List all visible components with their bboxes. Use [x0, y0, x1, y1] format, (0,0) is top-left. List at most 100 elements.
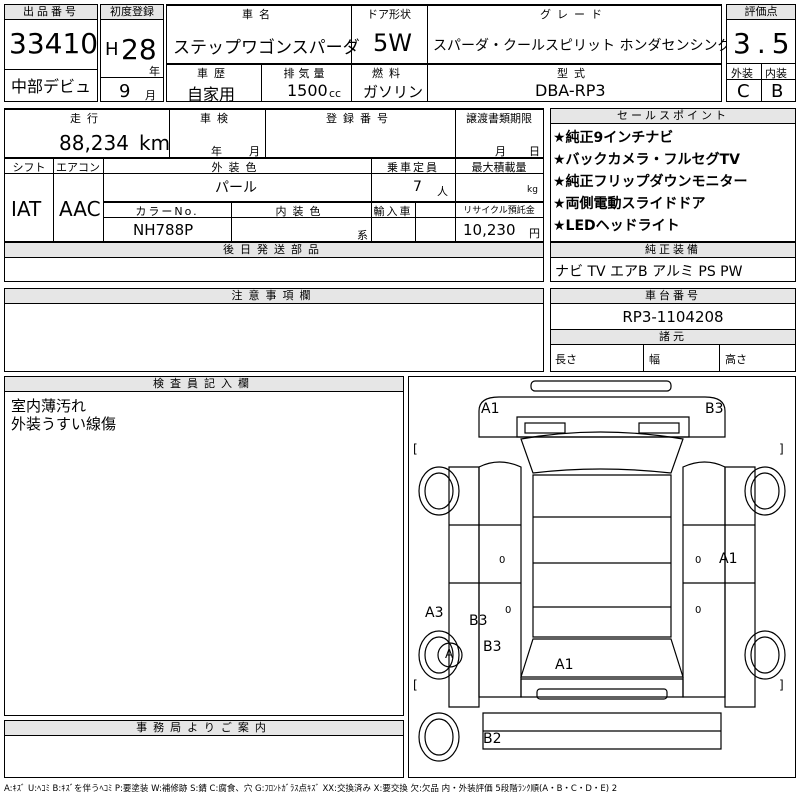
- damage-mark: A1: [719, 551, 738, 567]
- notes-label: 注意事項欄: [5, 289, 543, 304]
- dims-length: 長さ: [555, 353, 577, 366]
- capacity-value: 7: [413, 179, 422, 195]
- ext-color-label: 外装色: [211, 161, 263, 174]
- sales-point-item: ★バックカメラ・フルセグTV: [553, 152, 740, 168]
- inspector-note: 外装うすい線傷: [11, 415, 117, 433]
- inspector-note: 室内薄汚れ: [11, 397, 87, 415]
- svg-text:0: 0: [695, 605, 701, 616]
- lot-number: 33410: [9, 27, 99, 60]
- ext-grade: C: [737, 81, 750, 102]
- sales-point-item: ★両側電動スライドドア: [553, 196, 706, 212]
- damage-mark: B2: [483, 731, 502, 747]
- chassis-value: RP3-1104208: [622, 308, 724, 326]
- ext-color-value: パール: [215, 180, 257, 196]
- displacement-label: 排気量: [283, 67, 329, 80]
- first-reg-month-unit: 月: [145, 89, 156, 102]
- int-label: 内装: [765, 67, 787, 80]
- import-label: 輸入車: [373, 205, 413, 218]
- displacement-value: 1500: [287, 81, 328, 100]
- transfer-day-unit: 日: [529, 145, 540, 158]
- car-outline: [ ] [ ] 0 0 0 0: [413, 380, 786, 762]
- fuel-value: ガソリン: [363, 83, 424, 101]
- equipment-box: 純正装備 ナビ TV エアB アルミ PS PW: [550, 242, 796, 282]
- mileage-label: 走行: [70, 112, 104, 125]
- venue-name: 中部デビュ: [11, 77, 92, 96]
- first-reg-month: 9: [119, 81, 131, 102]
- equipment-label: 純正装備: [551, 243, 795, 258]
- inspector-box: 検査員記入欄 室内薄汚れ 外装うすい線傷: [4, 376, 404, 716]
- inspection-label: 車検: [200, 112, 234, 125]
- ext-label: 外装: [731, 67, 753, 80]
- car-name: ステップワゴンスパーダ: [173, 38, 360, 58]
- svg-text:0: 0: [695, 555, 701, 566]
- first-reg-box: 初度登録 H 28 年 9 月: [100, 4, 164, 102]
- notes-box: 注意事項欄: [4, 288, 544, 372]
- sales-point-item: ★純正9インチナビ: [553, 130, 674, 146]
- grade-label: グレード: [540, 8, 608, 21]
- inspector-label: 検査員記入欄: [5, 377, 403, 392]
- model-value: DBA-RP3: [535, 81, 606, 100]
- model-label: 型式: [557, 67, 591, 80]
- aircon-value: AAC: [59, 197, 101, 221]
- shift-value: IAT: [11, 197, 42, 221]
- fuel-label: 燃料: [372, 67, 406, 80]
- history-label: 車歴: [197, 67, 231, 80]
- later-parts-box: 後日発送部品: [4, 242, 544, 282]
- history-value: 自家用: [187, 85, 236, 104]
- shift-label: シフト: [12, 161, 46, 174]
- recycle-unit: 円: [529, 227, 540, 240]
- first-reg-era: H: [105, 39, 119, 60]
- sales-points-box: セールスポイント ★純正9インチナビ ★バックカメラ・フルセグTV ★純正フリッ…: [550, 108, 796, 242]
- svg-text:0: 0: [499, 555, 505, 566]
- chassis-label: 車台番号: [551, 289, 795, 304]
- lot-label: 出品番号: [5, 5, 97, 20]
- damage-mark: A1: [481, 401, 500, 417]
- color-no-value: NH788P: [133, 221, 194, 239]
- score-box: 評価点 3.5 外装 内装 C B: [726, 4, 796, 102]
- damage-mark: A3: [425, 605, 444, 621]
- later-parts-label: 後日発送部品: [5, 243, 543, 258]
- svg-text:[: [: [413, 442, 418, 456]
- main-info-box: 車名 ドア形状 グレード ステップワゴンスパーダ 5W スパーダ・クールスピリッ…: [166, 4, 731, 104]
- damage-mark: A: [445, 647, 454, 661]
- damage-mark: A1: [555, 657, 574, 673]
- capacity-unit: 人: [437, 185, 448, 198]
- lot-box: 出品番号 33410 中部デビュ: [4, 4, 98, 102]
- inspection-month-unit: 月: [249, 145, 260, 158]
- transfer-month-unit: 月: [495, 145, 506, 158]
- damage-mark: B3: [483, 639, 502, 655]
- car-label: 車名: [242, 8, 276, 21]
- first-reg-year: 28: [121, 33, 157, 66]
- dims-width: 幅: [649, 353, 660, 366]
- grade-value: スパーダ・クールスピリット ホンダセンシング: [433, 38, 732, 54]
- door-type: 5W: [373, 29, 412, 57]
- aircon-label: エアコン: [56, 161, 100, 174]
- damage-mark: B3: [469, 613, 488, 629]
- dims-label: 諸元: [551, 330, 795, 345]
- first-reg-label: 初度登録: [101, 5, 163, 20]
- office-box: 事務局よりご案内: [4, 720, 404, 778]
- damage-mark: B3: [705, 401, 724, 417]
- legend-text: A:ｷｽﾞ U:ﾍｺﾐ B:ｷｽﾞを伴うﾍｺﾐ P:要塗装 W:補修跡 S:錆 …: [4, 784, 618, 794]
- first-reg-year-unit: 年: [149, 65, 160, 78]
- score-value: 3.5: [733, 27, 796, 60]
- svg-text:]: ]: [779, 442, 784, 456]
- svg-text:0: 0: [505, 605, 511, 616]
- int-color-unit: 系: [357, 229, 368, 242]
- svg-text:]: ]: [779, 678, 784, 692]
- sales-point-item: ★純正フリップダウンモニター: [553, 174, 748, 190]
- recycle-label: リサイクル預託金: [463, 206, 535, 216]
- car-diagram: [ ] [ ] 0 0 0 0 A1 B3 A1 A3 B3 A B3 A1 B…: [408, 376, 796, 778]
- color-no-label: カラーNo.: [135, 205, 199, 218]
- mileage-value: 88,234: [59, 131, 129, 155]
- sales-points-label: セールスポイント: [551, 109, 795, 124]
- transfer-label: 譲渡書類期限: [466, 112, 532, 125]
- office-label: 事務局よりご案内: [5, 721, 403, 736]
- reg-no-label: 登録番号: [326, 112, 394, 125]
- mileage-unit: km: [139, 131, 171, 155]
- load-label: 最大積載量: [471, 161, 527, 174]
- svg-text:[: [: [413, 678, 418, 692]
- displacement-unit: cc: [329, 87, 342, 100]
- int-color-label: 内装色: [275, 205, 327, 218]
- recycle-value: 10,230: [463, 221, 516, 239]
